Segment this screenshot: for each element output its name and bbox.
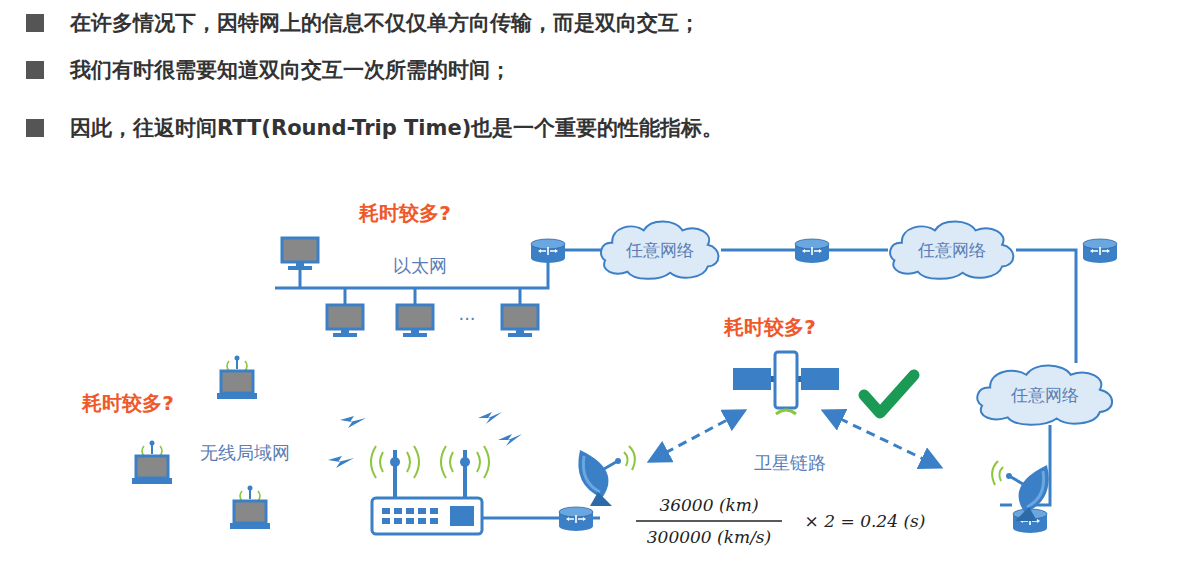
router xyxy=(531,239,565,263)
link-name: 卫星链路 xyxy=(754,451,826,475)
computer xyxy=(282,238,318,270)
ellipsis: ··· xyxy=(458,308,475,329)
cloud-label: 任意网络 xyxy=(918,239,986,262)
satellite-link xyxy=(826,412,938,466)
fraction-bar xyxy=(636,520,782,522)
formula-result: × 2 = 0.24 (s) xyxy=(805,511,926,531)
network-link xyxy=(1016,250,1076,363)
network-cloud: 任意网络 xyxy=(975,363,1115,427)
computer xyxy=(327,305,363,337)
laptop xyxy=(217,356,257,400)
cloud-label: 任意网络 xyxy=(626,239,694,262)
router xyxy=(795,239,829,263)
network-cloud: 任意网络 xyxy=(888,219,1016,281)
bullet-square xyxy=(26,14,44,32)
time-question: 耗时较多? xyxy=(82,390,174,417)
bullet-text: 在许多情况下，因特网上的信息不仅仅单方向传输，而是双向交互； xyxy=(70,9,700,37)
time-question: 耗时较多? xyxy=(724,314,816,341)
network-name: 无线局域网 xyxy=(200,441,290,465)
router xyxy=(559,507,593,531)
access-point xyxy=(371,446,489,534)
router xyxy=(1083,239,1117,263)
satellite-dish xyxy=(578,446,635,506)
formula-numerator: 36000 (km) xyxy=(659,495,758,515)
satellite-dish xyxy=(992,461,1049,521)
satellite xyxy=(733,352,839,414)
network-cloud: 任意网络 xyxy=(599,219,721,281)
formula-denominator: 300000 (km/s) xyxy=(647,527,771,547)
check-mark xyxy=(864,375,914,413)
time-question: 耗时较多? xyxy=(359,200,451,227)
bullet-square xyxy=(26,119,44,137)
computer xyxy=(397,305,433,337)
cloud-label: 任意网络 xyxy=(1011,384,1079,407)
laptop xyxy=(132,441,172,485)
bullet-text: 因此，往返时间RTT(Round-Trip Time)也是一个重要的性能指标。 xyxy=(70,114,723,142)
wires xyxy=(275,250,1050,518)
computer xyxy=(502,305,538,337)
bullet-text: 我们有时很需要知道双向交互一次所需的时间； xyxy=(70,56,511,84)
laptop xyxy=(230,486,270,530)
network-name: 以太网 xyxy=(393,254,447,278)
satellite-link xyxy=(652,412,742,460)
wireless-bolts xyxy=(328,412,522,468)
bullet-square xyxy=(26,61,44,79)
